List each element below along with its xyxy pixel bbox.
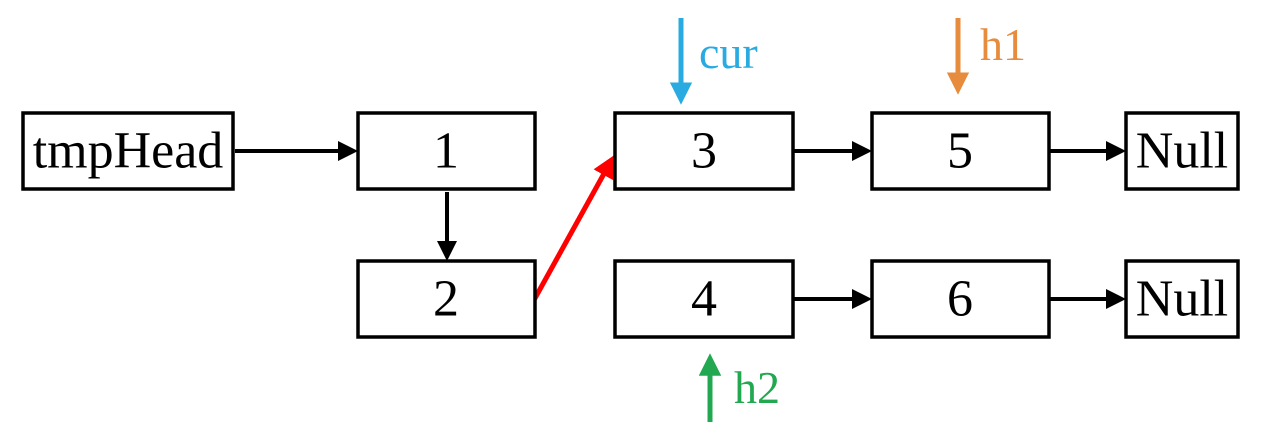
node-5-box [870,111,1051,191]
node-6: 6 [870,259,1051,339]
node-4-box [613,259,795,339]
node-5: 5 [870,111,1051,191]
h1-pointer-label: h1 [980,19,1026,70]
node-1-label: 1 [433,123,459,180]
node-3-label: 3 [691,123,717,180]
node-2: 2 [356,259,537,339]
node-2-label: 2 [433,271,459,328]
node-null-bottom-box [1124,259,1240,339]
node-3-box [613,111,795,191]
node-null-bottom: Null [1124,259,1240,339]
node-6-box [870,259,1051,339]
node-null-top-label: Null [1136,123,1228,180]
cur-pointer-label: cur [699,27,758,78]
node-2-box [356,259,537,339]
node-4-label: 4 [691,271,717,328]
edge-2-to-3-red-arrow [531,155,615,302]
node-5-label: 5 [947,123,973,180]
node-null-top-box [1124,111,1240,191]
node-1: 1 [356,111,537,191]
node-null-top: Null [1124,111,1240,191]
node-3: 3 [613,111,795,191]
node-tmphead-label: tmpHead [33,123,224,180]
node-1-box [356,111,537,191]
node-4: 4 [613,259,795,339]
node-tmphead: tmpHead [21,111,235,191]
node-6-label: 6 [947,271,973,328]
node-tmphead-box [21,111,235,191]
node-null-bottom-label: Null [1136,271,1228,328]
h2-pointer-label: h2 [734,362,780,413]
